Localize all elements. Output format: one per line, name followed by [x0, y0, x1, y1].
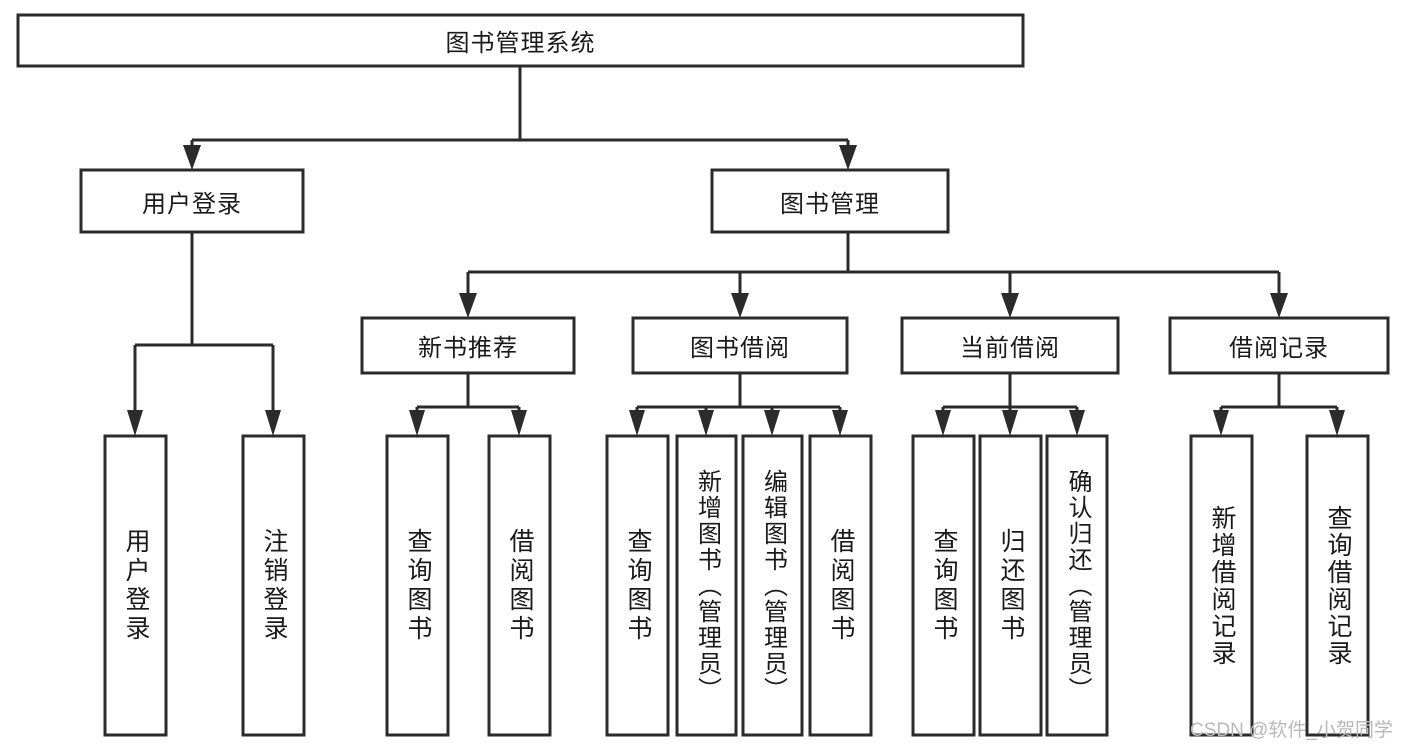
label-root: 图书管理系统: [445, 30, 596, 57]
leaf-box-query-book-1[interactable]: [385, 434, 450, 737]
leaf-box-add-book-admin[interactable]: [675, 434, 738, 737]
leaf-box-add-borrow-record[interactable]: [1189, 434, 1254, 737]
leaf-label-query-book-2: 查询图书: [624, 527, 652, 644]
leaf-box-edit-book-admin[interactable]: [741, 434, 804, 737]
leaf-label-confirm-return-admin: 确认归还（管理员）: [1064, 468, 1091, 703]
label-book-management: 图书管理: [780, 190, 880, 218]
node-box-book-borrow[interactable]: [631, 316, 849, 375]
leaf-label-user-login: 用户登录: [122, 527, 150, 644]
leaf-label-add-borrow-record: 新增借阅记录: [1208, 504, 1236, 667]
leaf-label-query-borrow-record: 查询借阅记录: [1324, 504, 1352, 667]
leaf-label-borrow-book-2: 借阅图书: [827, 527, 855, 644]
connector-newbook-to-leaves: [409, 373, 527, 436]
node-box-root[interactable]: [16, 13, 1025, 68]
leaf-box-borrow-book-1[interactable]: [487, 434, 552, 737]
leaf-box-query-book-2[interactable]: [605, 434, 670, 737]
connector-root-to-level2: [183, 66, 857, 170]
leaf-box-user-login[interactable]: [103, 434, 168, 737]
leaf-label-query-book-1: 查询图书: [404, 527, 432, 644]
leaf-label-borrow-book-1: 借阅图书: [506, 527, 534, 644]
node-box-current-borrow[interactable]: [900, 316, 1120, 375]
connector-records-to-leaves: [1213, 373, 1345, 436]
connector-borrow-to-leaves: [629, 373, 848, 436]
connector-current-to-leaves: [935, 373, 1085, 436]
label-borrow-records: 借阅记录: [1229, 335, 1329, 362]
label-current-borrow: 当前借阅: [960, 335, 1060, 362]
leaf-label-edit-book-admin: 编辑图书（管理员）: [759, 468, 787, 703]
leaf-label-query-book-3: 查询图书: [930, 527, 958, 644]
connector-userlogin-to-leaves: [127, 232, 281, 436]
label-user-login: 用户登录: [142, 190, 242, 218]
leaf-box-logout[interactable]: [241, 434, 306, 737]
node-box-borrow-records[interactable]: [1168, 316, 1390, 375]
label-book-borrow: 图书借阅: [690, 335, 790, 362]
leaf-box-confirm-return-admin[interactable]: [1045, 434, 1109, 737]
leaf-box-return-book[interactable]: [978, 434, 1043, 737]
label-new-book-recommend: 新书推荐: [418, 335, 518, 362]
connector-bookmgmt-to-level3: [459, 232, 1288, 318]
leaf-box-query-book-3[interactable]: [911, 434, 976, 737]
leaf-label-add-book-admin: 新增图书（管理员）: [693, 468, 721, 703]
leaf-box-query-borrow-record[interactable]: [1305, 434, 1370, 737]
node-box-user-login[interactable]: [79, 168, 305, 234]
node-box-new-book-recommend[interactable]: [360, 316, 576, 375]
leaf-box-borrow-book-2[interactable]: [808, 434, 873, 737]
leaf-label-return-book: 归还图书: [997, 527, 1025, 644]
leaf-label-logout: 注销登录: [260, 527, 288, 644]
node-box-book-management[interactable]: [710, 168, 950, 234]
